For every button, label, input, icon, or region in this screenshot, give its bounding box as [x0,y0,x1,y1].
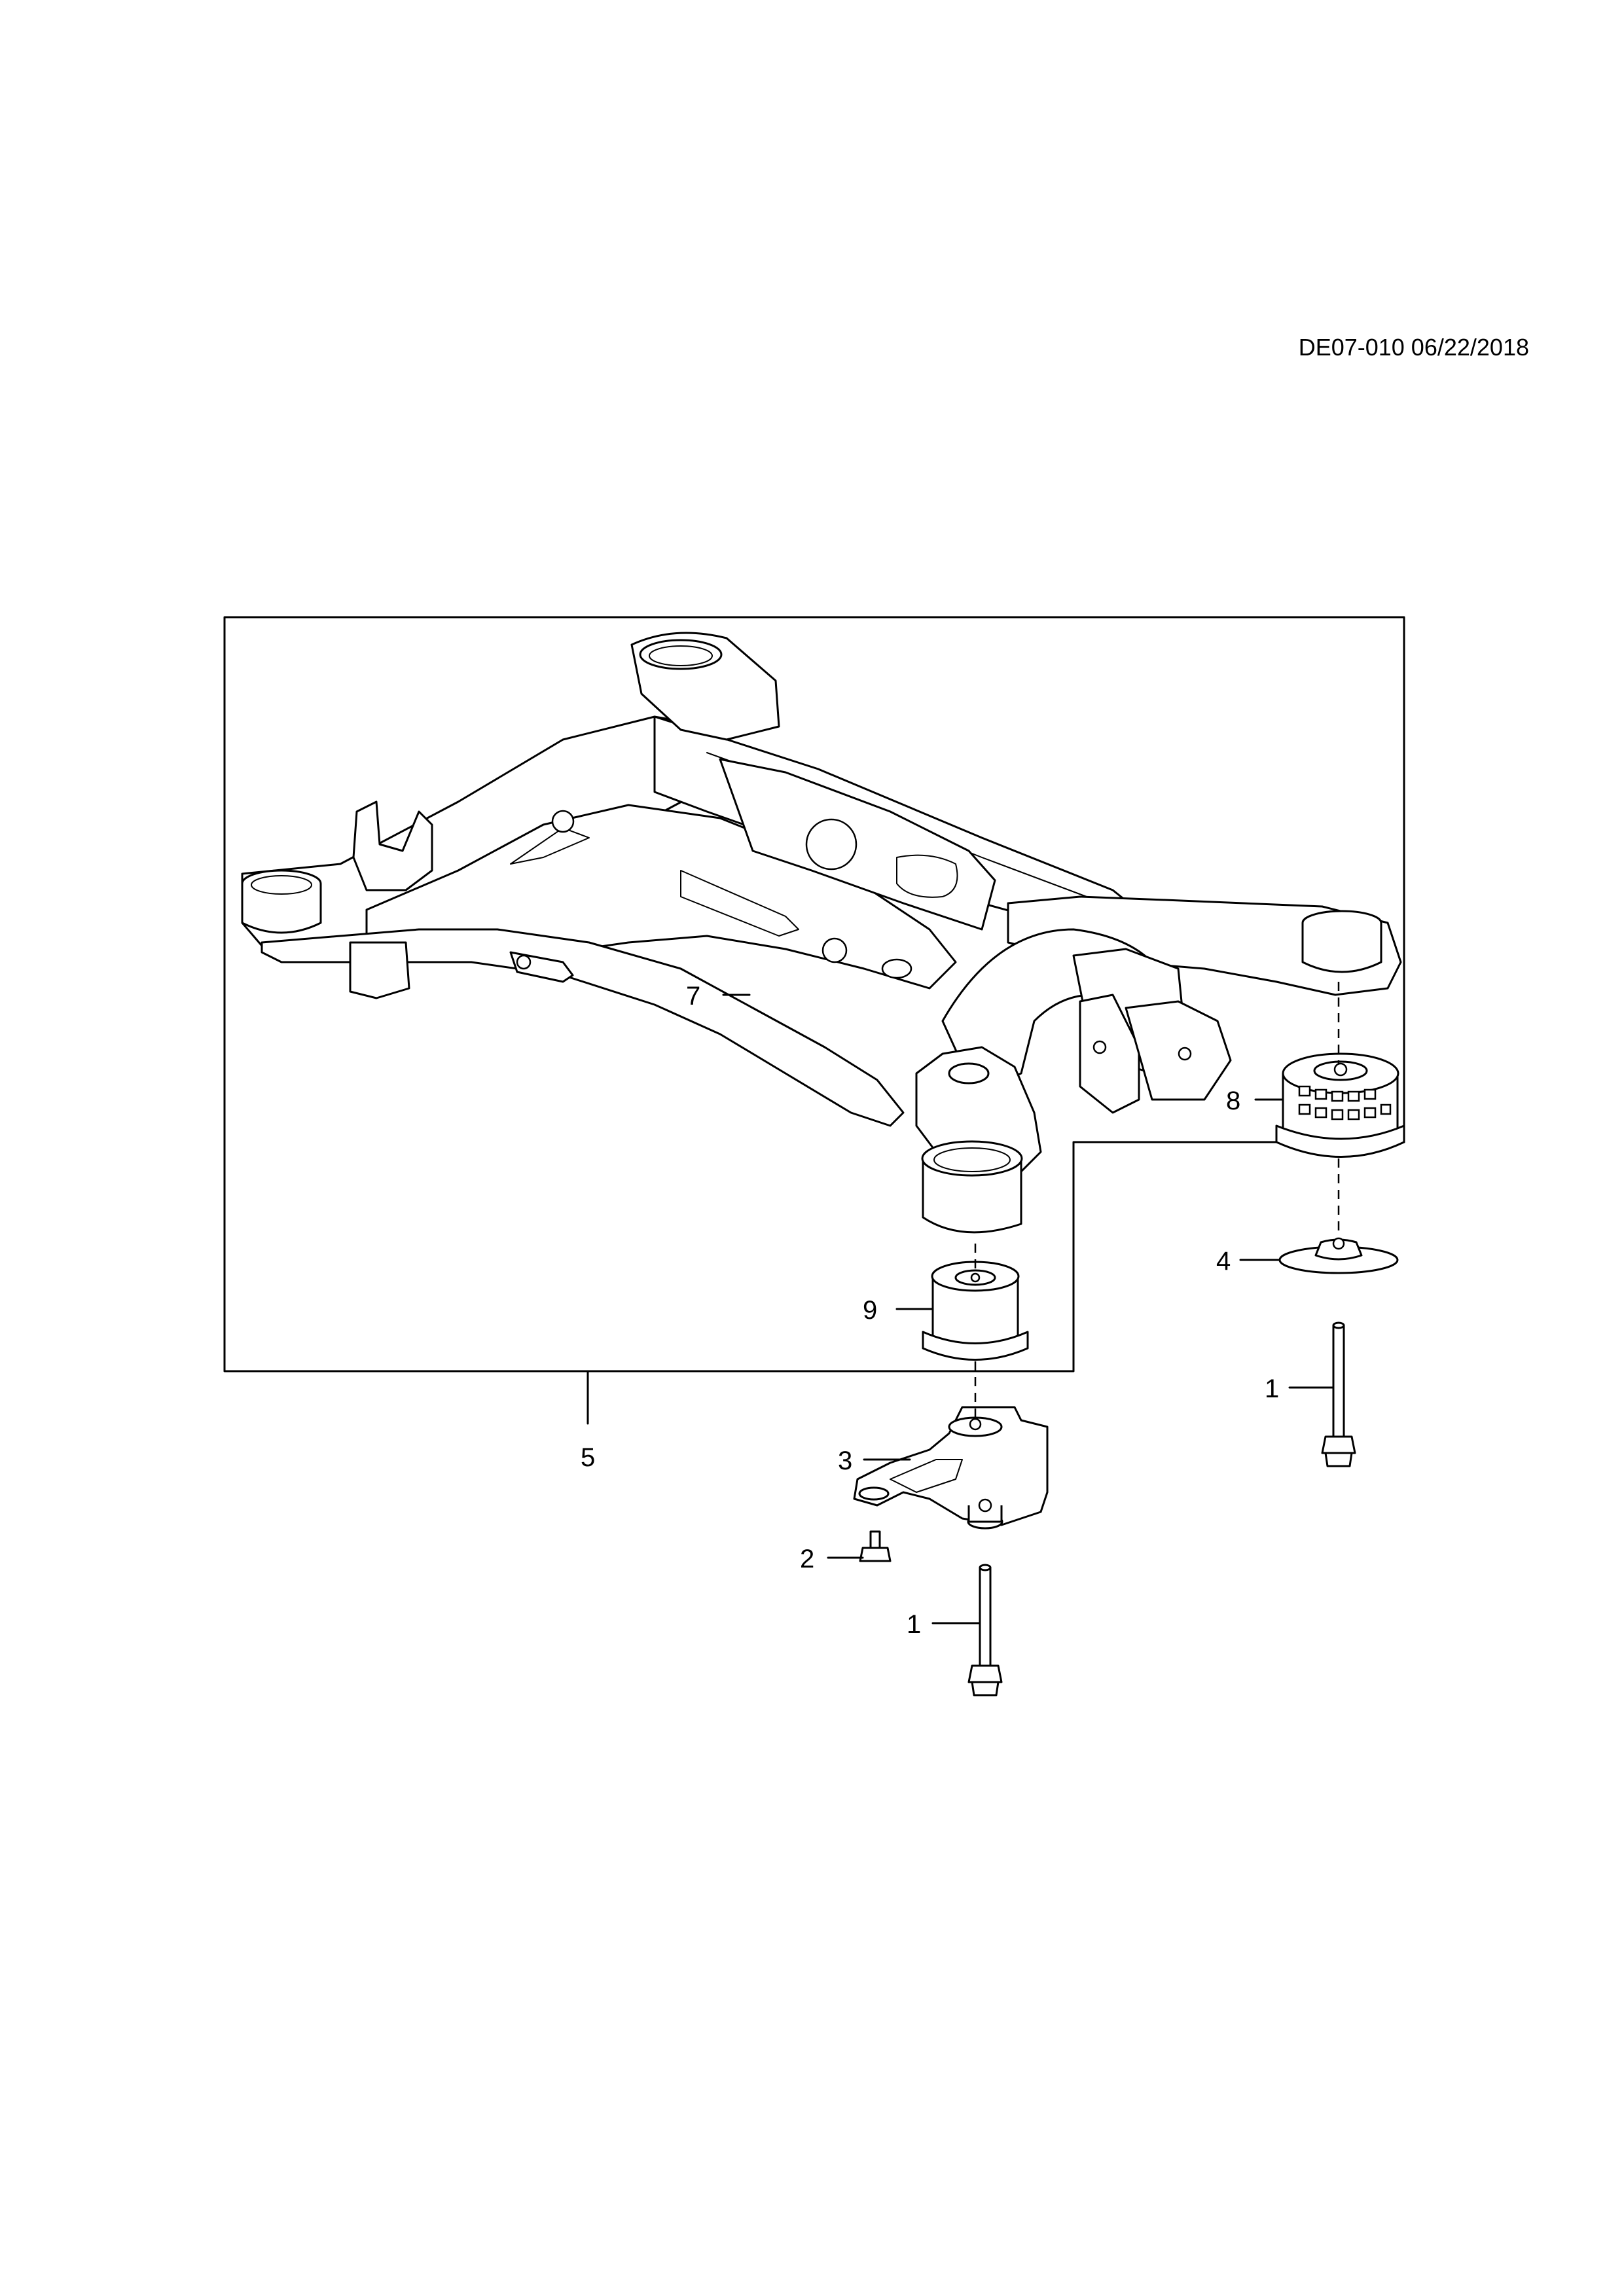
bracket-item-3 [853,1406,1049,1530]
callout-9: 9 [863,1296,877,1325]
washer-item-4 [1278,1237,1399,1274]
rear-bushing-item-8 [1275,1052,1405,1158]
callout-4: 4 [1216,1247,1231,1276]
front-bushing-item-9 [922,1261,1029,1361]
bolt-item-2 [859,1530,892,1562]
rear-subframe [241,632,1402,1234]
callout-8: 8 [1226,1086,1240,1115]
callout-1-left: 1 [907,1610,921,1639]
bolt-item-1-right [1321,1321,1356,1467]
callout-1-right: 1 [1265,1374,1279,1403]
callout-7: 7 [686,982,700,1011]
document-id: DE07-010 06/22/2018 [1298,334,1529,361]
callout-2: 2 [800,1545,814,1573]
callout-5: 5 [581,1443,595,1472]
callout-3: 3 [838,1446,852,1475]
assembly-boundary [223,616,1405,1372]
bolt-item-1-left [967,1564,1003,1696]
